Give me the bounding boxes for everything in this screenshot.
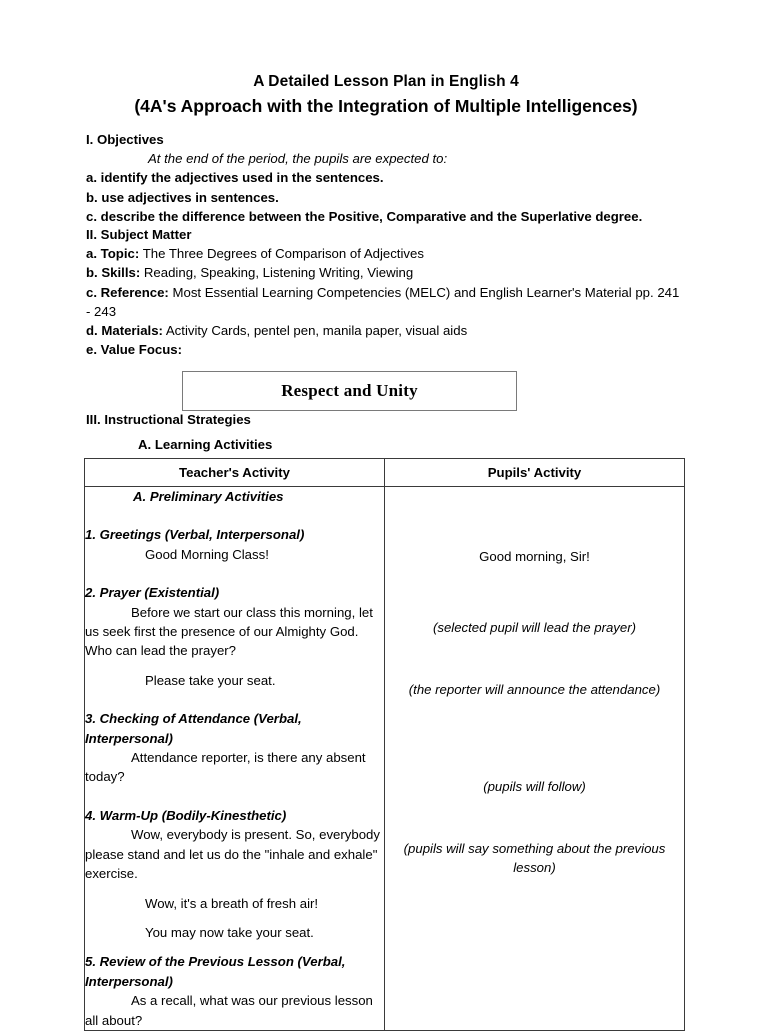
- table-row: A. Preliminary Activities 1. Greetings (…: [84, 486, 685, 1031]
- spacer: [85, 942, 384, 952]
- activity-3-heading: 3. Checking of Attendance (Verbal, Inter…: [85, 711, 302, 746]
- learning-activities-subheading: A. Learning Activities: [138, 437, 273, 452]
- pupil-response-5: (pupils will say something about the pre…: [403, 840, 666, 876]
- activity-4-heading: 4. Warm-Up (Bodily-Kinesthetic): [85, 807, 287, 823]
- spacer: [85, 506, 384, 525]
- skills-label: b. Skills:: [86, 265, 141, 281]
- spacer: [85, 913, 384, 923]
- objective-item-b: b. use adjectives in sentences.: [86, 189, 279, 205]
- document-title: A Detailed Lesson Plan in English 4 (4A'…: [86, 72, 686, 118]
- materials-label: d. Materials:: [86, 323, 163, 339]
- spacer: [85, 884, 384, 894]
- skills-value: Reading, Speaking, Listening Writing, Vi…: [143, 265, 414, 281]
- pupil-response-3: (the reporter will announce the attendan…: [408, 681, 661, 697]
- instructional-strategies-heading: III. Instructional Strategies: [86, 412, 251, 427]
- preliminary-activities-label: A. Preliminary Activities: [133, 489, 284, 504]
- materials-value: Activity Cards, pentel pen, manila paper…: [165, 323, 468, 339]
- subject-matter-topic: a. Topic: The Three Degrees of Compariso…: [86, 244, 686, 263]
- reference-label: c. Reference:: [86, 284, 169, 300]
- title-line-primary: A Detailed Lesson Plan in English 4: [253, 73, 519, 90]
- table-header-row: Teacher's Activity Pupils' Activity: [84, 458, 685, 487]
- objectives-heading: I. Objectives: [86, 132, 164, 147]
- column-header-pupils: Pupils' Activity: [384, 458, 685, 487]
- activity-2-line-2: Please take your seat.: [145, 672, 276, 688]
- pupil-response-4: (pupils will follow): [483, 779, 586, 795]
- activity-3-line-1: Attendance reporter, is there any absent…: [85, 750, 366, 785]
- subject-matter-heading: II. Subject Matter: [86, 227, 192, 242]
- teacher-activity-cell: A. Preliminary Activities 1. Greetings (…: [84, 486, 385, 1031]
- topic-label: a. Topic:: [86, 246, 140, 262]
- spacer: [85, 564, 384, 583]
- activity-1-heading: 1. Greetings (Verbal, Interpersonal): [85, 527, 305, 543]
- spacer: [85, 661, 384, 671]
- activity-table: Teacher's Activity Pupils' Activity A. P…: [84, 458, 685, 1031]
- subject-matter-reference: c. Reference: Most Essential Learning Co…: [86, 283, 686, 321]
- activity-1-line-1: Good Morning Class!: [145, 546, 269, 562]
- activity-5-heading: 5. Review of the Previous Lesson (Verbal…: [85, 954, 346, 989]
- spacer: [85, 690, 384, 709]
- subject-matter-section: II. Subject Matter a. Topic: The Three D…: [86, 225, 686, 359]
- topic-value: The Three Degrees of Comparison of Adjec…: [142, 246, 424, 262]
- title-line-secondary: (4A's Approach with the Integration of M…: [134, 96, 638, 116]
- activity-4-line-2: Wow, it's a breath of fresh air!: [145, 895, 319, 911]
- objectives-intro: At the end of the period, the pupils are…: [148, 151, 448, 167]
- activity-4-line-3: You may now take your seat.: [145, 924, 314, 940]
- value-focus-label: e. Value Focus:: [86, 342, 183, 358]
- activity-5-line-1: As a recall, what was our previous lesso…: [85, 993, 373, 1028]
- value-focus-box: Respect and Unity: [182, 371, 517, 411]
- objectives-section: I. Objectives At the end of the period, …: [86, 130, 686, 226]
- pupils-activity-cell: Good morning, Sir! (selected pupil will …: [384, 486, 685, 1031]
- pupil-response-1: Good morning, Sir!: [479, 549, 590, 564]
- objective-item-a: a. identify the adjectives used in the s…: [86, 170, 384, 186]
- activity-2-heading: 2. Prayer (Existential): [85, 585, 220, 601]
- value-focus-box-text: Respect and Unity: [281, 381, 418, 400]
- column-header-teacher: Teacher's Activity: [84, 458, 385, 487]
- reference-value: Most Essential Learning Competencies (ME…: [86, 284, 680, 319]
- activity-4-line-1: Wow, everybody is present. So, everybody…: [85, 827, 380, 882]
- subject-matter-skills: b. Skills: Reading, Speaking, Listening …: [86, 263, 686, 282]
- activity-2-line-1: Before we start our class this morning, …: [85, 604, 373, 659]
- subject-matter-value-focus: e. Value Focus:: [86, 340, 686, 359]
- spacer: [85, 787, 384, 806]
- objective-item-c: c. describe the difference between the P…: [86, 208, 643, 224]
- pupil-response-2: (selected pupil will lead the prayer): [432, 620, 637, 636]
- subject-matter-materials: d. Materials: Activity Cards, pentel pen…: [86, 321, 686, 340]
